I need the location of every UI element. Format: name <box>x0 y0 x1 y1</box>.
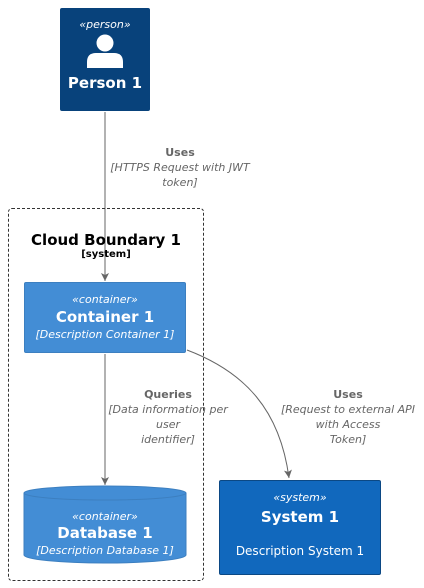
container-stereotype: «container» <box>72 293 138 306</box>
person-element[interactable]: «person» Person 1 <box>60 8 150 111</box>
edge-label-tech: [Data information per <box>108 403 228 416</box>
edge-label-queries: Queries [Data information per user ident… <box>100 387 236 447</box>
person-stereotype: «person» <box>79 18 131 31</box>
edge-label-uses-api: Uses [Request to external API with Acces… <box>268 387 424 447</box>
person-name: Person 1 <box>67 74 143 92</box>
edge-label-title: Uses <box>165 146 195 159</box>
container-description: [Description Container 1] <box>35 328 175 341</box>
system-stereotype: «system» <box>273 491 327 504</box>
container-name: Container 1 <box>55 308 155 326</box>
edge-container-system <box>186 349 292 479</box>
edge-label-tech: token] <box>162 176 198 189</box>
edge-label-uses-https: Uses [HTTPS Request with JWT token] <box>100 145 260 190</box>
container-element[interactable]: «container» Container 1 [Description Con… <box>24 282 186 353</box>
database-description: [Description Database 1] <box>36 544 174 557</box>
database-element[interactable] <box>23 485 187 567</box>
edge-label-tech: [Request to external API <box>280 403 416 416</box>
edge-label-tech: Token] <box>329 433 367 446</box>
edge-label-tech: user <box>156 418 180 431</box>
system-description: Description System 1 <box>235 544 365 558</box>
database-name: Database 1 <box>57 524 153 542</box>
edge-label-tech: with Access <box>315 418 381 431</box>
edge-label-title: Queries <box>144 388 192 401</box>
person-icon <box>87 34 123 68</box>
edge-label-title: Uses <box>333 388 363 401</box>
system-element[interactable]: «system» System 1 Description System 1 <box>219 480 381 575</box>
boundary-type: [system] <box>81 249 131 260</box>
database-stereotype: «container» <box>72 510 138 523</box>
edge-label-tech: [HTTPS Request with JWT <box>110 161 250 174</box>
cloud-boundary: Cloud Boundary 1 [system] <box>8 208 204 581</box>
system-name: System 1 <box>260 508 340 526</box>
boundary-title: Cloud Boundary 1 <box>31 231 181 249</box>
database-labels: «container» Database 1 [Description Data… <box>24 510 186 557</box>
edge-label-tech: identifier] <box>141 433 195 446</box>
